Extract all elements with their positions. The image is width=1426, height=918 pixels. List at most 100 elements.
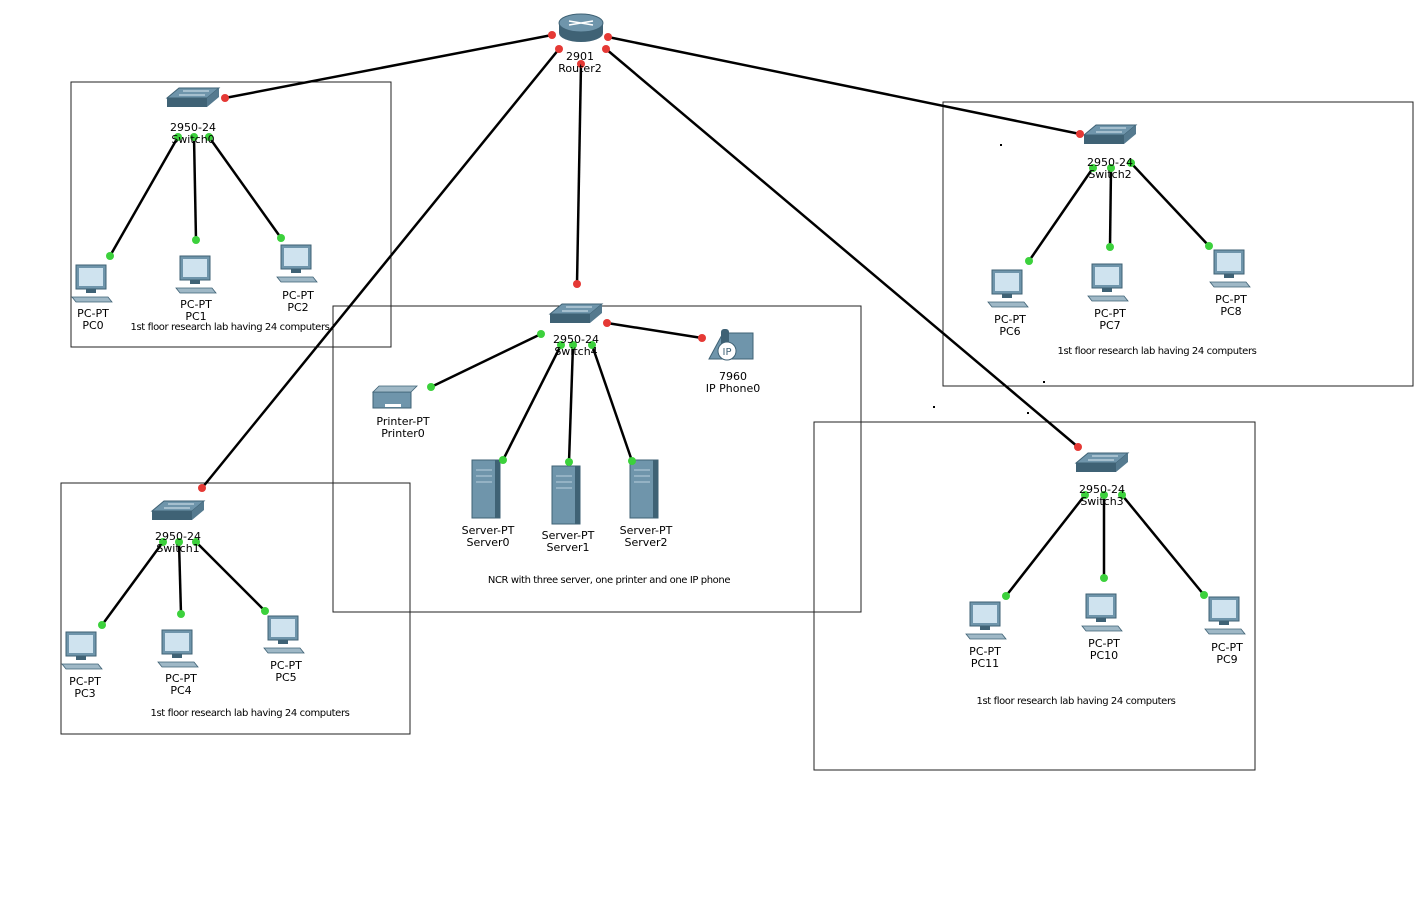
- caption-lab-bottom-left: 1st floor research lab having 24 compute…: [150, 708, 350, 719]
- pc8-label: PC-PT PC8: [1215, 294, 1247, 318]
- pc8-model: PC-PT: [1215, 293, 1247, 306]
- port-pc5-up: [261, 607, 269, 615]
- port-server1-up: [565, 458, 573, 466]
- pc1-name: PC1: [185, 310, 207, 323]
- switch2-label: 2950-24 Switch2: [1087, 157, 1133, 181]
- link-router2-switch2: [607, 35, 1081, 136]
- pc4-pc-icon[interactable]: [157, 629, 199, 668]
- port-router2-down: [604, 33, 612, 41]
- pc11-pc-icon[interactable]: [965, 601, 1007, 640]
- ports-layer: [98, 31, 1213, 629]
- printer0-name: Printer0: [381, 427, 425, 440]
- server0-model: Server-PT: [461, 524, 515, 537]
- server0-name: Server0: [466, 536, 510, 549]
- stray-dot: [1043, 381, 1045, 383]
- devices-layer: IP: [61, 13, 1251, 670]
- area-boxes: [60, 81, 1414, 771]
- link-switch4-phone0: [606, 321, 703, 340]
- port-switch4-up: [557, 341, 565, 349]
- pc1-pc-icon[interactable]: [175, 255, 217, 294]
- area-box-lab-bottom-right: [813, 421, 1256, 771]
- phone0-name: IP Phone0: [705, 382, 761, 395]
- link-switch0-pc0: [108, 136, 180, 257]
- port-pc7-up: [1106, 243, 1114, 251]
- link-switch4-printer0: [430, 332, 542, 389]
- router2-name: Router2: [558, 62, 602, 75]
- port-switch2-up: [1127, 159, 1135, 167]
- pc5-label: PC-PT PC5: [270, 660, 302, 684]
- port-switch1-up: [159, 538, 167, 546]
- port-pc3-up: [98, 621, 106, 629]
- switch0-switch-icon[interactable]: [165, 87, 221, 107]
- printer0-printer-icon[interactable]: [372, 385, 418, 409]
- server1-name: Server1: [546, 541, 590, 554]
- switch4-model: 2950-24: [553, 333, 599, 346]
- pc11-model: PC-PT: [969, 645, 1001, 658]
- printer0-model: Printer-PT: [376, 415, 430, 428]
- link-switch1-pc3: [100, 541, 165, 626]
- link-router2-switch1: [201, 48, 560, 489]
- port-pc1-up: [192, 236, 200, 244]
- switch4-name: Switch4: [554, 345, 598, 358]
- pc1-label: PC-PT PC1: [180, 299, 212, 323]
- pc11-name: PC11: [970, 657, 1000, 670]
- server1-model: Server-PT: [541, 529, 595, 542]
- pc6-name: PC6: [999, 325, 1021, 338]
- pc3-model: PC-PT: [69, 675, 101, 688]
- pc0-pc-icon[interactable]: [71, 264, 113, 303]
- port-switch3-down: [1074, 443, 1082, 451]
- port-server2-up: [628, 457, 636, 465]
- port-switch4-up: [569, 341, 577, 349]
- port-switch2-up: [1089, 164, 1097, 172]
- router2-label: 2901 Router2: [558, 51, 601, 75]
- switch3-model: 2950-24: [1079, 483, 1125, 496]
- server0-server-icon[interactable]: [471, 459, 501, 519]
- phone0-ip-phone-icon[interactable]: IP: [708, 329, 754, 361]
- switch2-switch-icon[interactable]: [1082, 124, 1138, 144]
- pc6-label: PC-PT PC6: [994, 314, 1026, 338]
- link-router2-switch3: [605, 48, 1079, 448]
- pc0-label: PC-PT PC0: [77, 308, 109, 332]
- pc7-pc-icon[interactable]: [1087, 263, 1129, 302]
- pc4-name: PC4: [170, 684, 192, 697]
- pc2-pc-icon[interactable]: [276, 244, 318, 283]
- pc10-pc-icon[interactable]: [1081, 593, 1123, 632]
- pc11-label: PC-PT PC11: [969, 646, 1001, 670]
- pc6-model: PC-PT: [994, 313, 1026, 326]
- pc4-label: PC-PT PC4: [165, 673, 197, 697]
- server2-model: Server-PT: [619, 524, 673, 537]
- phone0-model: 7960: [718, 370, 747, 383]
- link-router2-switch4: [575, 63, 583, 285]
- port-pc0-up: [106, 252, 114, 260]
- server2-label: Server-PT Server2: [620, 525, 673, 549]
- port-switch0-down: [221, 94, 229, 102]
- pc9-label: PC-PT PC9: [1211, 642, 1243, 666]
- link-switch4-server0: [501, 344, 563, 461]
- pc4-model: PC-PT: [165, 672, 197, 685]
- pc1-model: PC-PT: [180, 298, 212, 311]
- pc3-pc-icon[interactable]: [61, 631, 103, 670]
- link-switch3-pc11: [1005, 494, 1086, 597]
- port-router2-down: [577, 60, 585, 68]
- stray-dot: [933, 406, 935, 408]
- pc3-label: PC-PT PC3: [69, 676, 101, 700]
- pc8-pc-icon[interactable]: [1209, 249, 1251, 288]
- switch4-switch-icon[interactable]: [548, 303, 604, 323]
- pc5-pc-icon[interactable]: [263, 615, 305, 654]
- port-pc8-up: [1205, 242, 1213, 250]
- server1-server-icon[interactable]: [551, 465, 581, 525]
- port-switch3-up: [1081, 491, 1089, 499]
- pc9-pc-icon[interactable]: [1204, 596, 1246, 635]
- printer0-label: Printer-PT Printer0: [376, 416, 429, 440]
- server2-server-icon[interactable]: [629, 459, 659, 519]
- pc6-pc-icon[interactable]: [987, 269, 1029, 308]
- switch1-switch-icon[interactable]: [150, 500, 206, 520]
- switch2-model: 2950-24: [1087, 156, 1133, 169]
- switch3-switch-icon[interactable]: [1074, 452, 1130, 472]
- pc2-model: PC-PT: [282, 289, 314, 302]
- port-switch3-up: [1100, 491, 1108, 499]
- server0-label: Server-PT Server0: [462, 525, 515, 549]
- link-switch3-pc9: [1121, 494, 1205, 596]
- router2-router-icon[interactable]: [558, 13, 604, 42]
